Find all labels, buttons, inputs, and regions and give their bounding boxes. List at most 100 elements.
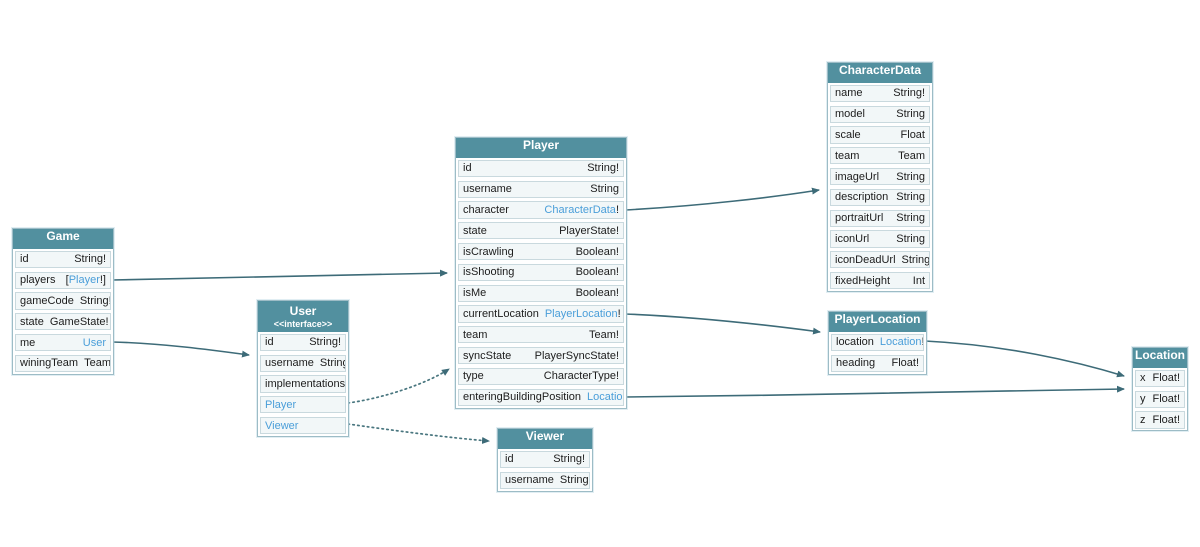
edge-Game.me-to-User (111, 341, 250, 358)
field-name[interactable]: Viewer (265, 419, 299, 432)
field-type: GameState! (50, 316, 109, 328)
type-text: Float! (891, 357, 919, 370)
field-type: Boolean! (576, 287, 619, 299)
field-type: PlayerState! (559, 225, 619, 237)
type-text: String (559, 474, 589, 487)
edge-User.Player-to-Player (347, 368, 450, 404)
edge-Game.players-to-Player (111, 269, 448, 281)
field-type: PlayerSyncState! (535, 350, 619, 362)
player-field-enteringBuildingPosition[interactable]: enteringBuildingPositionLocation (458, 388, 624, 406)
field-type: Location! (879, 336, 923, 349)
type-text: Boolean! (575, 266, 619, 279)
characterdata-field-fixedHeight[interactable]: fixedHeight Int (830, 271, 930, 290)
field-name: username (463, 183, 512, 196)
field-type: String! (893, 87, 925, 99)
game-field-me[interactable]: me User (15, 333, 111, 352)
field-name: id (265, 336, 274, 349)
entity-header-location[interactable]: Location (1133, 348, 1187, 368)
field-name: y (1140, 393, 1146, 406)
type-text: Int (912, 274, 925, 287)
type-text: Team (84, 357, 111, 370)
type-link[interactable]: PlayerLocation (544, 307, 618, 320)
field-name: fixedHeight (835, 274, 891, 287)
field-type: String! (79, 294, 111, 307)
type-text: String! (79, 294, 111, 307)
edge-Player.enteringBuildingPosition-to-Location (624, 385, 1125, 398)
type-link[interactable]: Location (587, 391, 623, 404)
user-field-Viewer[interactable]: Viewer (260, 416, 346, 435)
type-link[interactable]: User (82, 336, 106, 349)
entity-header-playerlocation[interactable]: PlayerLocation (829, 312, 926, 332)
game-field-players[interactable]: players[Player!] (15, 271, 111, 289)
entity-title: User (289, 304, 317, 318)
entity-header-viewer[interactable]: Viewer (498, 429, 592, 449)
type-link[interactable]: CharacterData (544, 203, 616, 216)
field-name[interactable]: Player (265, 398, 297, 411)
type-text: !] (99, 274, 106, 287)
type-text: PlayerState! (559, 224, 619, 237)
type-text: String (896, 170, 925, 183)
entity-header-game[interactable]: Game (13, 229, 113, 249)
field-name: me (20, 336, 36, 349)
field-name: iconUrl (835, 232, 870, 245)
entity-header-characterdata[interactable]: CharacterData (828, 63, 932, 83)
field-name: name (835, 87, 863, 100)
type-link[interactable]: Location (879, 336, 922, 349)
characterdata-field-name[interactable]: name String! (830, 84, 930, 103)
type-text: String! (893, 87, 925, 100)
entity-header-user[interactable]: User<<interface>> (258, 301, 348, 332)
field-type: CharacterType! (544, 370, 619, 382)
entity-header-player[interactable]: Player (456, 138, 626, 158)
type-link[interactable]: Player (68, 274, 100, 287)
field-name: team (835, 149, 860, 162)
type-text: ! (922, 336, 923, 348)
entity-title: Viewer (525, 429, 565, 443)
user-field-implementations[interactable]: implementations (260, 375, 346, 393)
user-field-Player[interactable]: Player (260, 396, 346, 414)
entity-title: Player (522, 138, 560, 152)
field-type: User (83, 337, 106, 349)
field-type: Location (587, 391, 623, 404)
field-name: portraitUrl (835, 212, 884, 225)
field-type: String (320, 357, 345, 369)
